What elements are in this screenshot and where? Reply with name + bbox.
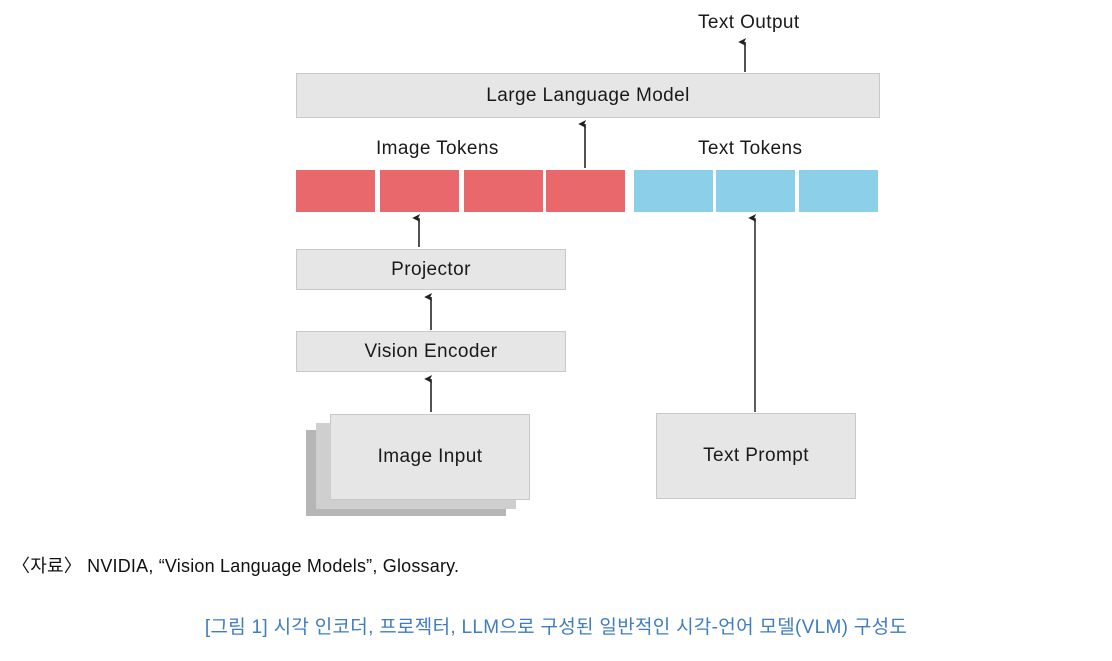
- vision-encoder-block-label: Vision Encoder: [364, 340, 498, 362]
- image-tokens-label: Image Tokens: [376, 138, 499, 159]
- projector-block: Projector: [296, 249, 566, 290]
- text-token-3: [799, 170, 878, 212]
- text-output-label: Text Output: [698, 12, 800, 33]
- figure-caption: [그림 1] 시각 인코더, 프로젝터, LLM으로 구성된 일반적인 시각-언…: [204, 617, 908, 638]
- llm-block-label: Large Language Model: [486, 84, 690, 106]
- image-token-4: [546, 170, 625, 212]
- vision-encoder-block: Vision Encoder: [296, 331, 566, 372]
- text-token-1: [634, 170, 713, 212]
- text-tokens-label: Text Tokens: [698, 138, 803, 159]
- source-note: 〈자료〉 NVIDIA, “Vision Language Models”, G…: [12, 556, 460, 576]
- text-prompt-block: Text Prompt: [656, 413, 856, 499]
- text-prompt-block-label: Text Prompt: [703, 445, 809, 466]
- image-input-block: Image Input: [330, 414, 530, 500]
- large-language-model-block: Large Language Model: [296, 73, 880, 118]
- text-token-2: [716, 170, 795, 212]
- vlm-architecture-diagram: Text Output Large Language Model Image T…: [296, 12, 880, 516]
- image-token-3: [464, 170, 543, 212]
- image-input-block-label: Image Input: [377, 446, 483, 467]
- image-token-1: [296, 170, 375, 212]
- projector-block-label: Projector: [391, 258, 471, 280]
- image-token-2: [380, 170, 459, 212]
